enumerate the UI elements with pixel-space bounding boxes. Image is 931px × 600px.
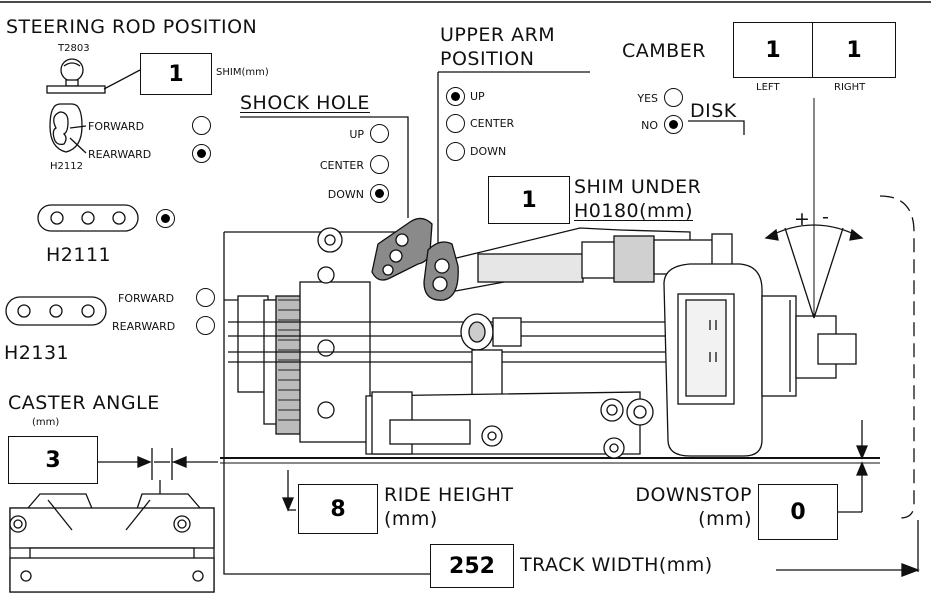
caster-unit: (mm) [32, 417, 60, 428]
caster-title: CASTER ANGLE [8, 392, 160, 414]
shock-center-radio[interactable] [370, 155, 389, 174]
upper-arm-title-line1: UPPER ARM [440, 24, 556, 46]
h2112-plate-icon [49, 103, 87, 154]
track-width-value[interactable]: 252 [430, 544, 514, 588]
steering-forward-radio[interactable] [192, 116, 211, 135]
steering-shim-value[interactable]: 1 [140, 53, 212, 95]
upper-arm-center-label: CENTER [470, 117, 515, 130]
upper-arm-up-label: UP [470, 90, 485, 103]
camber-right-label: RIGHT [834, 82, 866, 93]
disk-yes-label: YES [637, 92, 658, 105]
shim-under-value[interactable]: 1 [488, 176, 570, 224]
upper-arm-up-radio[interactable] [446, 87, 465, 106]
upper-arm-center-radio[interactable] [446, 114, 465, 133]
shock-center-label: CENTER [319, 159, 364, 172]
shock-up-radio[interactable] [370, 124, 389, 143]
downstop-value[interactable]: 0 [758, 484, 838, 540]
ride-height-value[interactable]: 8 [298, 484, 378, 534]
upper-arm-down-label: DOWN [470, 145, 507, 158]
shim-under-label-line1: SHIM UNDER [574, 176, 702, 198]
ride-height-label-line1: RIDE HEIGHT [384, 484, 514, 506]
h2131-link-icon [5, 296, 107, 326]
camber-plus-sign: + [794, 208, 811, 230]
h2111-label: H2111 [46, 244, 112, 266]
ride-height-label-line2: (mm) [384, 508, 438, 530]
upper-arm-down-radio[interactable] [446, 142, 465, 161]
part-number-h2112: H2112 [50, 161, 83, 172]
h2111-link-icon [37, 204, 139, 232]
shim-under-label-line2: H0180(mm) [574, 200, 693, 222]
track-width-label: TRACK WIDTH(mm) [520, 554, 713, 576]
downstop-label-line2: (mm) [698, 508, 752, 530]
h2111-radio[interactable] [156, 209, 175, 228]
caster-block-icon [9, 493, 215, 593]
camber-title: CAMBER [622, 40, 706, 62]
camber-right-value[interactable]: 1 [812, 22, 896, 78]
disk-title: DISK [690, 100, 737, 122]
part-number-t2803: T2803 [58, 43, 90, 54]
disk-no-radio[interactable] [664, 115, 683, 134]
shock-hole-title: SHOCK HOLE [240, 92, 370, 114]
h2131-forward-label: FORWARD [118, 292, 175, 305]
downstop-label-line1: DOWNSTOP [635, 484, 752, 506]
disk-yes-radio[interactable] [664, 88, 683, 107]
shock-up-label: UP [349, 128, 364, 141]
steering-shim-unit: SHIM(mm) [216, 67, 269, 78]
steering-forward-label: FORWARD [88, 120, 145, 133]
shock-down-radio[interactable] [370, 184, 389, 203]
steering-rod-title: STEERING ROD POSITION [6, 16, 258, 38]
caster-value[interactable]: 3 [8, 436, 98, 484]
h2131-rearward-label: REARWARD [112, 320, 176, 333]
h2131-label: H2131 [4, 342, 70, 364]
camber-left-value[interactable]: 1 [733, 22, 813, 78]
h2131-rearward-radio[interactable] [196, 316, 215, 335]
h2131-forward-radio[interactable] [196, 288, 215, 307]
steering-rearward-radio[interactable] [192, 144, 211, 163]
upper-arm-title-line2: POSITION [440, 48, 535, 70]
steering-rearward-label: REARWARD [88, 148, 152, 161]
camber-minus-sign: - [822, 206, 830, 228]
disk-no-label: NO [641, 119, 658, 132]
ball-stud-icon [46, 58, 141, 94]
shock-down-label: DOWN [327, 188, 364, 201]
camber-left-label: LEFT [756, 82, 780, 93]
